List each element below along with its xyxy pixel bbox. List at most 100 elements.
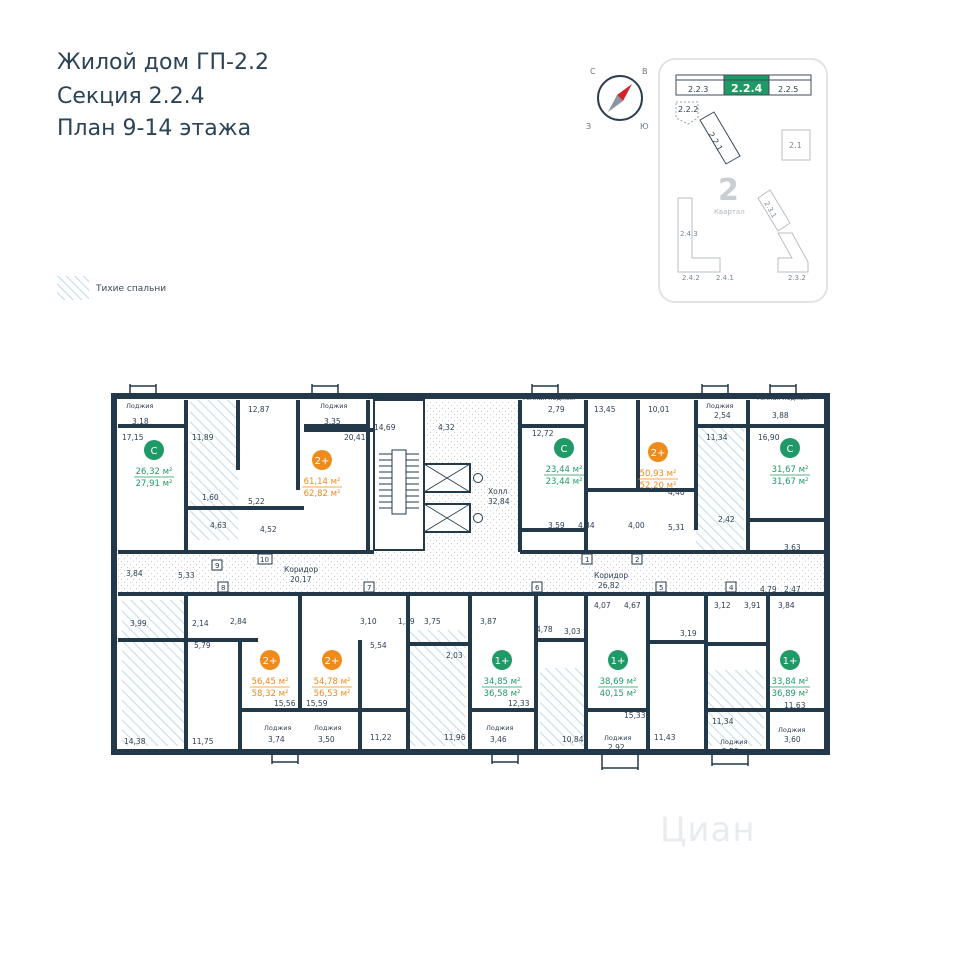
title-floors: План 9-14 этажа [57,116,252,141]
room-value: 12,33 [508,699,530,708]
unit-area-living: 23,44 м² [546,465,583,475]
site-plan: 2.2.3 2.2.4 2.2.5 2.2.2 2.2.1 2.1 2 Квар… [658,58,828,303]
unit-area-living: 26,32 м² [136,467,173,477]
door-number: 9 [215,562,219,570]
unit-area-total: 36,89 м² [772,689,809,699]
room-value: 4,52 [260,525,277,534]
room-value: 3,74 [268,735,285,744]
room-value: 11,43 [654,733,676,742]
room-value: 14,69 [374,423,396,432]
label-loggia-3: Лоджия [706,402,733,410]
room-value: 5,79 [194,641,211,650]
room-value: 4,07 [594,601,611,610]
door-number: 1 [585,556,589,564]
unit-badge-circle [322,650,342,670]
room-value: 15,33 [624,711,646,720]
room-value: 3,75 [424,617,441,626]
unit-badge: С 26,32 м² 27,91 м² [134,440,174,489]
unit-area-living: 54,78 м² [314,677,351,687]
room-value: 3,88 [772,411,789,420]
unit-area-total: 52,20 м² [640,481,677,491]
room-value: 4,32 [438,423,455,432]
room-value: 2,50 [722,747,739,756]
room-value: 11,89 [192,433,214,442]
room-value: 14,38 [124,737,146,746]
room-value: 4,78 [536,625,553,634]
unit-area-total: 36,58 м² [484,689,521,699]
room-value: 5,22 [248,497,265,506]
room-value: 11,63 [784,701,806,710]
room-value: 4,79 [760,585,777,594]
room-value: 3,91 [744,601,761,610]
room-value: 3,99 [130,619,147,628]
room-value: 15,56 [274,699,296,708]
room-value: 10,84 [562,735,584,744]
unit-badge-label: С [561,444,568,455]
site-section-224: 2.2.4 [731,82,763,95]
door-number: 8 [221,584,225,592]
unit-badge: С 31,67 м² 31,67 м² [770,438,810,487]
unit-badge-circle [492,650,512,670]
room-value: 16,90 [758,433,780,442]
room-value: 3,35 [324,417,341,426]
room-value: 3,63 [784,543,801,552]
room-value: 3,50 [318,735,335,744]
site-section-241: 2.4.1 [716,274,734,282]
site-section-223: 2.2.3 [688,85,708,94]
unit-badge-label: С [787,444,794,455]
room-value: 2,03 [446,651,463,660]
room-value: 5,33 [178,571,195,580]
room-value: 2,42 [718,515,735,524]
site-quarter-label: Квартал [714,208,745,216]
room-value: 3,10 [360,617,377,626]
unit-area-living: 31,67 м² [772,465,809,475]
label-loggia-b3: Лоджия [486,724,513,732]
unit-badge-label: 2+ [651,448,666,459]
room-value: 3,46 [490,735,507,744]
label-loggia-b4: Лоджия [604,734,631,742]
unit-area-living: 33,84 м² [772,677,809,687]
room-value: 4,63 [210,521,227,530]
unit-badge-circle [260,650,280,670]
unit-area-total: 62,82 м² [304,489,341,499]
compass-east: В [642,67,648,76]
room-value: 1,60 [202,493,219,502]
label-loggia-b6: Лоджия [778,726,805,734]
compass-west: З [586,122,591,131]
unit-area-living: 38,69 м² [600,677,637,687]
site-section-21: 2.1 [789,141,802,150]
room-value: 13,45 [594,405,616,414]
legend-label: Тихие спальни [96,284,167,294]
room-value: 3,84 [778,601,795,610]
site-section-225: 2.2.5 [778,85,798,94]
unit-badge-circle [648,442,668,462]
unit-badge-circle [144,440,164,460]
unit-area-total: 31,67 м² [772,477,809,487]
room-value: 3,59 [548,521,565,530]
site-section-243: 2.4.3 [680,230,698,238]
door-number: 7 [367,584,371,592]
compass-north: С [590,67,596,76]
unit-area-living: 50,93 м² [640,469,677,479]
unit-badge-circle [608,650,628,670]
room-value: 1,59 [398,617,415,626]
unit-area-total: 27,91 м² [136,479,173,489]
room-value: 3,60 [784,735,801,744]
label-corridor-2: Коридор [594,571,628,580]
unit-badge-label: С [151,446,158,457]
room-value: 11,34 [712,717,734,726]
title-building: Жилой дом ГП-2.2 [57,50,269,75]
room-value: 11,96 [444,733,466,742]
room-value: 4,40 [668,488,685,497]
room-value: 11,22 [370,733,392,742]
label-loggia-b2: Лоджия [314,724,341,732]
unit-badge: 2+ 50,93 м² 52,20 м² [638,442,678,491]
compass-south: Ю [640,122,649,131]
label-warm-loggia-1: Теплая лоджия [521,394,575,402]
room-value: 11,34 [706,433,728,442]
